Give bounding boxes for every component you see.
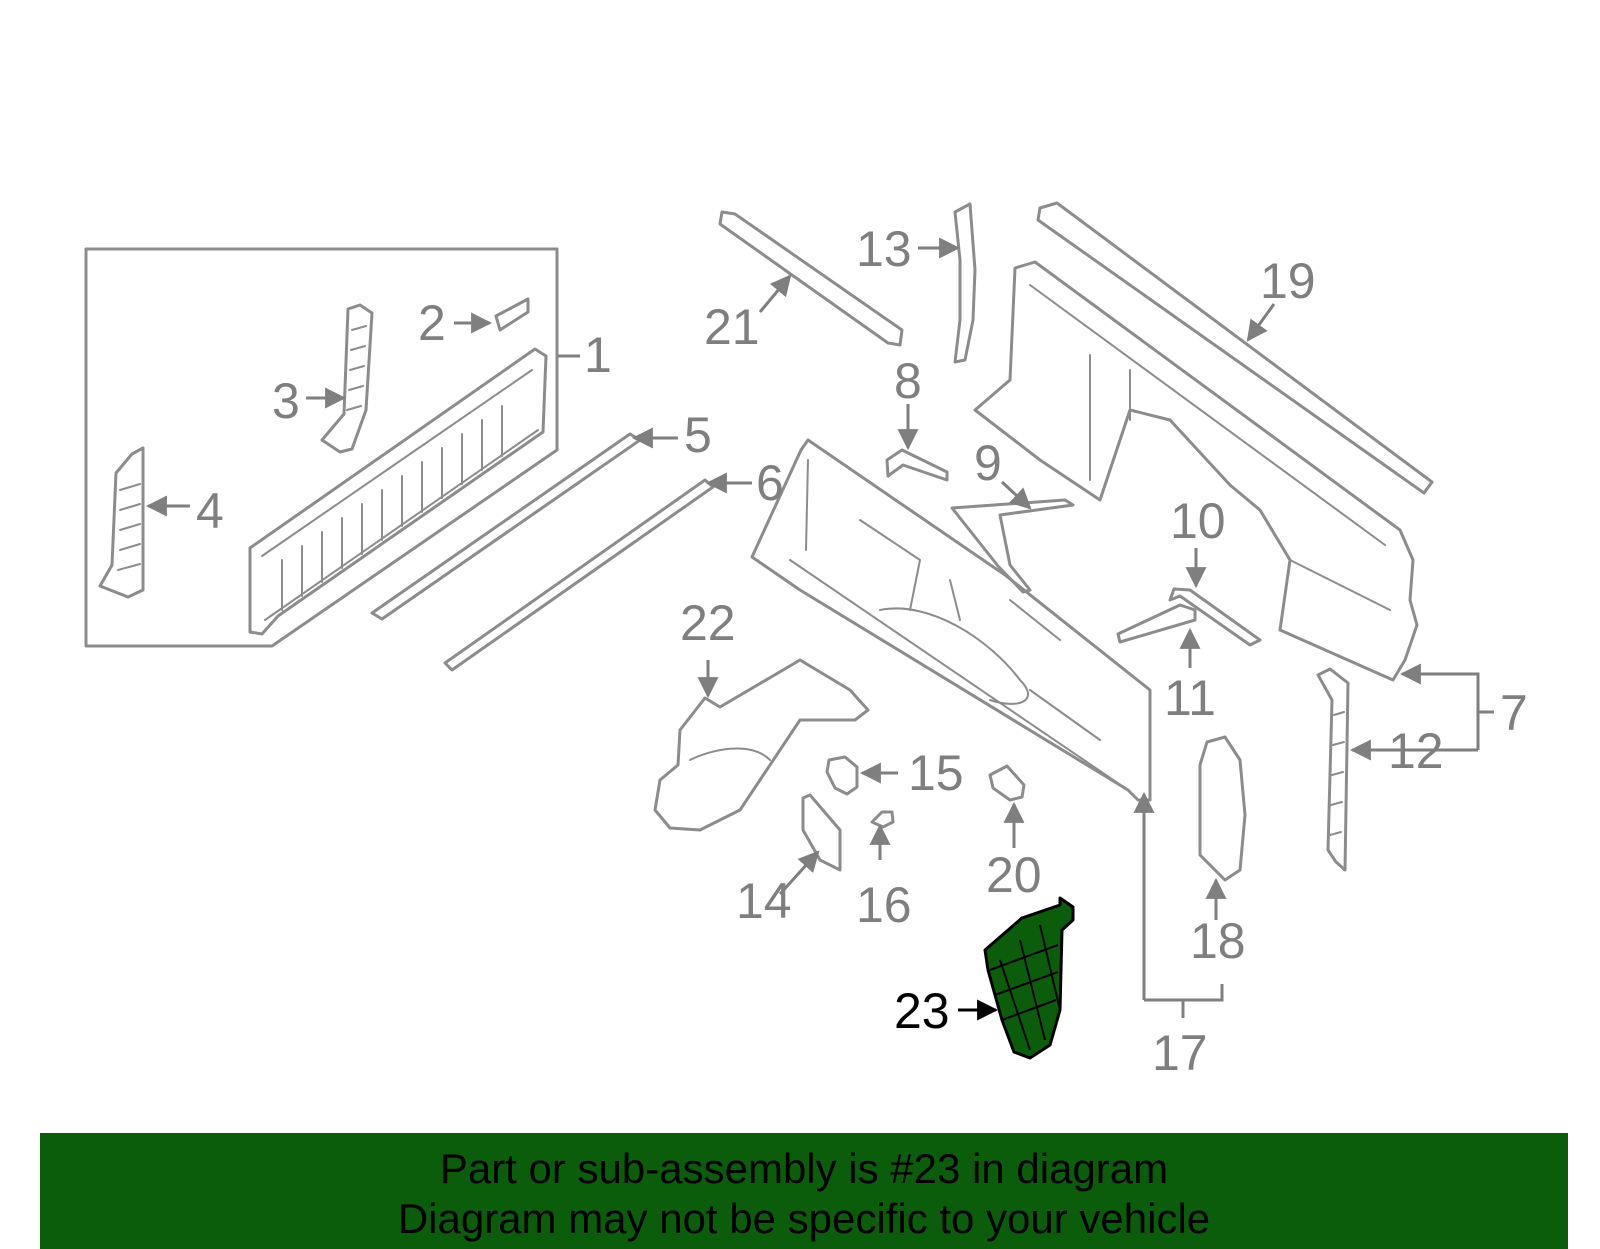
callout-1: 1 <box>584 327 612 383</box>
part-10-brace <box>1168 587 1262 647</box>
callout-23: 23 <box>894 983 950 1039</box>
part-8-bracket <box>885 448 949 482</box>
callout-7: 7 <box>1500 685 1528 741</box>
group-box-1-4 <box>84 247 559 648</box>
part-5-strip <box>370 432 642 621</box>
callout-4: 4 <box>196 483 224 539</box>
leader-lines <box>145 237 1494 1021</box>
callout-19: 19 <box>1260 253 1316 309</box>
callout-9: 9 <box>974 435 1002 491</box>
part-14-bracket <box>801 793 842 872</box>
callout-22: 22 <box>680 595 736 651</box>
callout-14: 14 <box>736 873 792 929</box>
part-6-strip <box>443 478 715 672</box>
part-18-pillar <box>1198 735 1247 882</box>
callout-12: 12 <box>1388 723 1444 779</box>
part-23-highlighted-bracket[interactable] <box>983 896 1075 1060</box>
part-19-rail <box>1036 201 1434 495</box>
part-16-clip <box>870 810 895 829</box>
part-9-strap <box>950 498 1075 594</box>
part-3-bracket <box>320 303 374 454</box>
info-banner: Part or sub-assembly is #23 in diagram D… <box>40 1133 1568 1249</box>
callout-21: 21 <box>704 299 760 355</box>
part-4-end-cap <box>98 446 145 599</box>
part-13-upright <box>953 202 977 364</box>
callout-10: 10 <box>1170 493 1226 549</box>
callout-16: 16 <box>856 877 912 933</box>
part-15-clip <box>825 755 859 796</box>
banner-line-2: Diagram may not be specific to your vehi… <box>397 1195 1211 1242</box>
callout-3: 3 <box>272 373 300 429</box>
callout-17: 17 <box>1152 1025 1208 1081</box>
part-12-pillar <box>1316 667 1350 872</box>
callout-8: 8 <box>894 353 922 409</box>
part-7-side-panel <box>973 260 1419 682</box>
part-2-bracket <box>494 297 530 332</box>
part-22-wheelhouse <box>653 658 870 832</box>
callout-13: 13 <box>856 221 912 277</box>
callout-18: 18 <box>1190 913 1246 969</box>
part-21-strip <box>718 210 904 347</box>
part-20-bracket <box>988 764 1026 802</box>
part-11-brace <box>1116 603 1197 644</box>
callout-11: 11 <box>1164 670 1216 726</box>
callout-2: 2 <box>418 295 446 351</box>
callout-20: 20 <box>986 847 1042 903</box>
callout-6: 6 <box>756 455 784 511</box>
part-17-front-panel <box>750 438 1152 802</box>
banner-line-1: Part or sub-assembly is #23 in diagram <box>439 1145 1169 1192</box>
part-1-tailgate-panel <box>248 347 548 636</box>
callout-15: 15 <box>908 745 964 801</box>
callout-5: 5 <box>684 407 712 463</box>
